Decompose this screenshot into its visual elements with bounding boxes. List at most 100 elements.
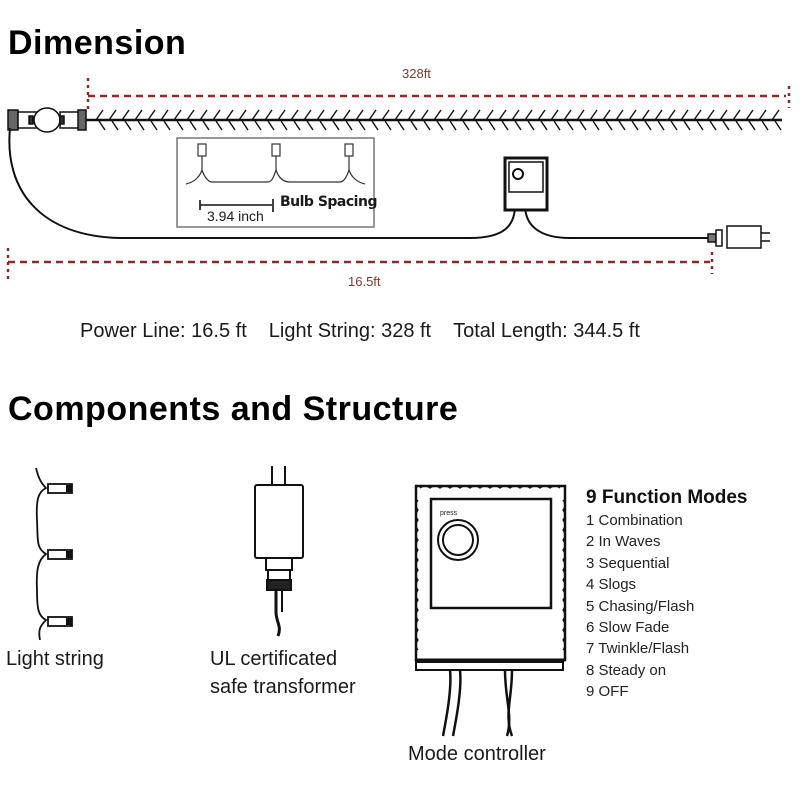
spacing-measure-bar <box>199 199 274 212</box>
bulb-tick-up <box>498 109 507 121</box>
bulb-tick-down <box>202 120 210 131</box>
bulb-tick-up <box>524 109 533 121</box>
controller-small-icon <box>503 156 549 212</box>
bulb-tick-down <box>228 120 236 131</box>
bulb-tick-down <box>488 120 496 131</box>
section-title-dimension: Dimension <box>8 24 187 62</box>
function-mode-item: 8 Steady on <box>586 661 667 679</box>
bulb-tick-up <box>758 109 767 121</box>
controller-cables <box>441 669 514 737</box>
bulb-tick-down <box>397 120 405 131</box>
bulb-tick-up <box>667 109 676 121</box>
bulb-tick-down <box>462 120 470 131</box>
bulb-tick-up <box>108 109 117 121</box>
function-mode-item: 3 Sequential <box>586 554 670 572</box>
bulb-tick-down <box>410 120 418 131</box>
power-line-length-label: 16.5ft <box>348 274 381 289</box>
bulb-tick-up <box>290 109 299 121</box>
summary-light-string: Light String: 328 ft <box>268 320 432 342</box>
bulb-tick-down <box>280 120 288 131</box>
bulb-tick-up <box>173 109 182 121</box>
bulb-spacing-value: 3.94 inch <box>207 208 264 224</box>
bulb-tick-down <box>748 120 756 131</box>
function-modes-list: 9 Function Modes 1 Combination 2 In Waves… <box>586 487 748 703</box>
bulb-tick-up <box>537 109 546 121</box>
bulb-tick-up <box>576 109 585 121</box>
function-modes-title: 9 Function Modes <box>586 487 748 508</box>
bulb-tick-up <box>225 109 234 121</box>
function-mode-item: 6 Slow Fade <box>586 619 670 637</box>
bulb-tick-up <box>160 109 169 121</box>
bulb-tick-up <box>511 109 520 121</box>
function-mode-item: 5 Chasing/Flash <box>586 597 695 615</box>
bulb-tick-down <box>384 120 392 131</box>
mode-controller-icon <box>414 484 567 737</box>
bulb-tick-up <box>394 109 403 121</box>
bulb-tick-up <box>628 109 637 121</box>
function-mode-item: 2 In Waves <box>586 533 661 551</box>
bulb-tick-up <box>563 109 572 121</box>
bulb-tick-down <box>631 120 639 131</box>
bulb-tick-up <box>771 109 780 121</box>
bulb-tick-down <box>540 120 548 131</box>
summary-power-line: Power Line: 16.5 ft <box>80 320 247 342</box>
bulb-tick-down <box>124 120 132 131</box>
bulb-tick-up <box>238 109 247 121</box>
light-string-length-label: 328ft <box>402 66 431 81</box>
bulb-tick-down <box>137 120 145 131</box>
bulb-tick-down <box>436 120 444 131</box>
bulb-tick-up <box>407 109 416 121</box>
function-mode-item: 4 Slogs <box>586 576 637 594</box>
bulb-tick-up <box>641 109 650 121</box>
transformer-label-line1: UL certificated <box>210 648 338 670</box>
bulb-tick-up <box>264 109 273 121</box>
press-label: press <box>440 510 458 517</box>
transformer-label: UL certificated safe transformer <box>210 645 356 701</box>
bulb-tick-up <box>550 109 559 121</box>
bulb-tick-down <box>111 120 119 131</box>
bulb-tick-down <box>644 120 652 131</box>
bulb-tick-down <box>358 120 366 131</box>
bulb-tick-down <box>345 120 353 131</box>
bulb-tick-up <box>654 109 663 121</box>
bulb-tick-up <box>589 109 598 121</box>
light-string-icon <box>35 467 73 641</box>
bulb-tick-down <box>579 120 587 131</box>
bulb-tick-up <box>95 109 104 121</box>
bulb-tick-down <box>683 120 691 131</box>
bulb-tick-up <box>329 109 338 121</box>
bulb-tick-down <box>306 120 314 131</box>
light-string-cable <box>86 109 782 131</box>
bulb-tick-down <box>605 120 613 131</box>
bulb-tick-up <box>368 109 377 121</box>
bulb-tick-up <box>277 109 286 121</box>
bulb-tick-down <box>722 120 730 131</box>
power-plug-icon <box>707 225 770 249</box>
bulb-tick-up <box>459 109 468 121</box>
bulb-tick-down <box>761 120 769 131</box>
transformer-icon <box>254 466 304 637</box>
bulb-tick-down <box>670 120 678 131</box>
bulb-tick-down <box>293 120 301 131</box>
bulb-tick-up <box>706 109 715 121</box>
bulb-tick-down <box>696 120 704 131</box>
bulb-tick-up <box>420 109 429 121</box>
bulb-spacing-inset <box>176 137 375 228</box>
bulb-spacing-label: Bulb Spacing <box>280 194 377 210</box>
bulb-tick-down <box>735 120 743 131</box>
bulb-tick-down <box>163 120 171 131</box>
bulb-tick-down <box>254 120 262 131</box>
length-summary: Power Line: 16.5 ft Light String: 328 ft T… <box>80 320 640 343</box>
bulb-tick-up <box>433 109 442 121</box>
bulb-tick-up <box>602 109 611 121</box>
bulb-tick-down <box>592 120 600 131</box>
power-cable-to-plug <box>524 204 708 239</box>
string-connector-icon <box>7 107 87 133</box>
function-mode-item: 1 Combination <box>586 512 683 529</box>
bulb-tick-down <box>553 120 561 131</box>
bulb-tick-down <box>98 120 106 131</box>
bulb-tick-up <box>732 109 741 121</box>
summary-total-length: Total Length: 344.5 ft <box>453 320 640 342</box>
bulb-tick-up <box>693 109 702 121</box>
